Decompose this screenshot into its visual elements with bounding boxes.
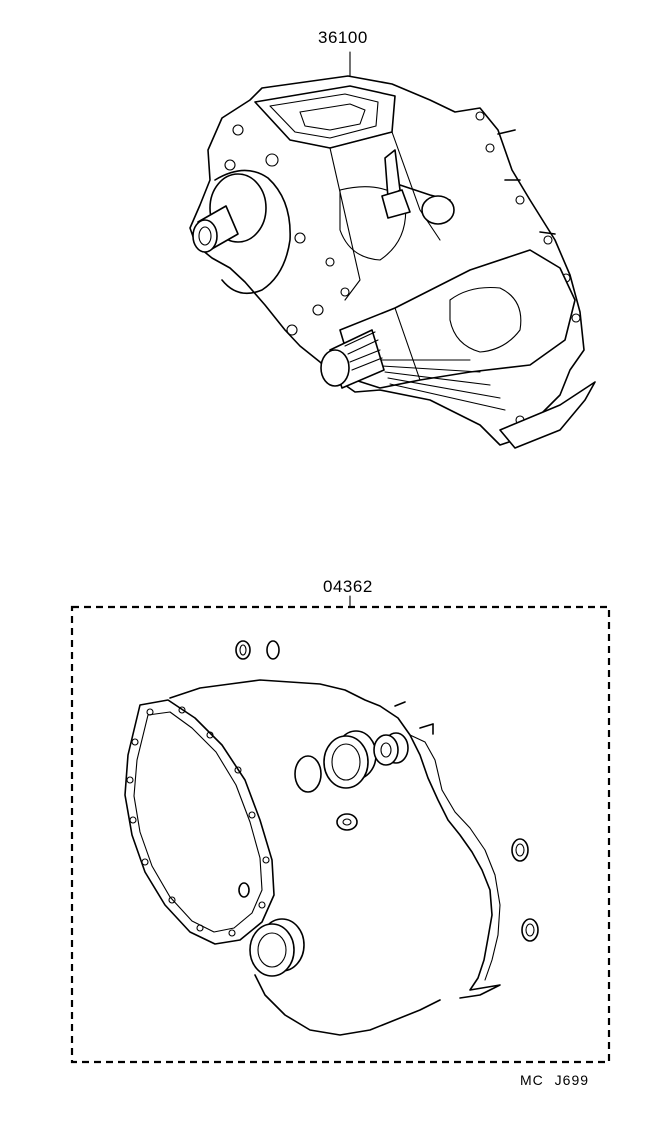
case-gasket-inner <box>133 711 263 933</box>
diagram-code: MC J699 <box>520 1072 590 1088</box>
rear-output-end <box>320 349 350 387</box>
gasket-bolt-holes <box>126 706 270 937</box>
top-cover-inner <box>269 93 379 139</box>
oil-seal-rear <box>249 918 305 977</box>
transfer-case-assembly-drawing <box>189 51 596 449</box>
kit-studs <box>394 701 434 735</box>
seal-right-upper <box>511 838 529 862</box>
seal-right-lower <box>521 918 539 942</box>
o-ring-large <box>294 755 322 793</box>
body-rib-1 <box>289 139 361 301</box>
part-number-04362: 04362 <box>323 577 373 596</box>
extension-ribs <box>379 359 506 411</box>
kit-boundary-box <box>70 605 611 1064</box>
case-gasket <box>124 699 275 945</box>
gasket-kit-drawing <box>70 595 611 1064</box>
front-output-end <box>192 219 218 253</box>
body-rib-2 <box>391 131 441 241</box>
rear-extension <box>339 249 576 389</box>
small-seal <box>336 813 358 831</box>
oil-seal-front <box>323 730 377 789</box>
oil-pan <box>499 381 596 449</box>
front-housing <box>214 169 291 295</box>
gasket-oring-small <box>238 882 250 898</box>
top-cover-window <box>299 103 366 131</box>
part-number-36100: 36100 <box>318 28 368 47</box>
o-ring-small <box>266 640 280 660</box>
shift-fork-boss <box>421 195 455 225</box>
washer-ring <box>235 640 251 660</box>
case-half-outline <box>169 679 501 1036</box>
plug-bushing <box>373 732 409 766</box>
breather-base <box>381 189 411 219</box>
case-half-inner-edge <box>409 734 501 981</box>
center-boss <box>339 186 407 261</box>
studs <box>497 129 556 235</box>
rear-boss <box>449 286 522 353</box>
